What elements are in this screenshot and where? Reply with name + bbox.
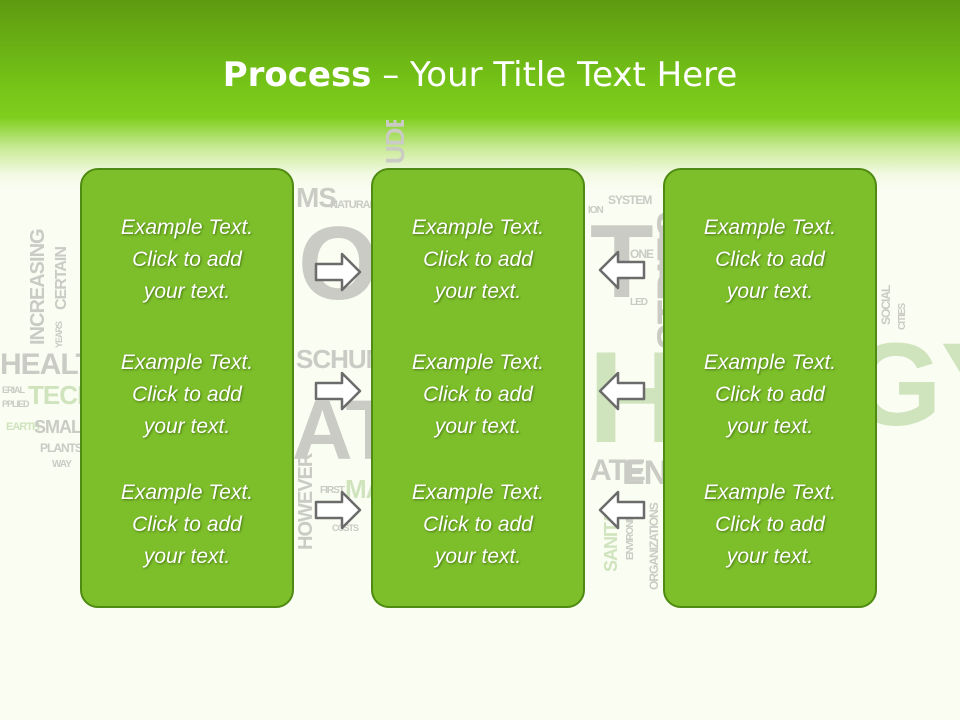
arrow-left-icon xyxy=(598,371,646,411)
bg-word: YEARS xyxy=(54,321,64,348)
bg-word: ATE xyxy=(590,454,646,487)
text-item[interactable]: Example Text. Click to add your text. xyxy=(82,212,292,308)
text-line: your text. xyxy=(726,545,814,568)
process-box-1[interactable]: Example Text. Click to add your text. Ex… xyxy=(80,168,294,608)
arrow-right-icon xyxy=(314,371,362,411)
bg-word: EARTH xyxy=(6,421,40,433)
text-line: Click to add xyxy=(715,383,825,406)
bg-word: ION xyxy=(588,205,604,216)
bg-word: COSTS xyxy=(332,523,359,533)
title-bold: Process xyxy=(222,55,372,95)
arrow-right-icon xyxy=(314,490,362,530)
arrow-left-icon xyxy=(598,250,646,290)
text-line: your text. xyxy=(434,280,522,303)
text-line: Example Text. xyxy=(411,216,545,239)
text-line: Click to add xyxy=(132,513,242,536)
text-line: Click to add xyxy=(132,383,242,406)
bg-word: INCREASING xyxy=(27,229,49,345)
bg-word: NATURAL xyxy=(330,199,376,211)
text-item[interactable]: Example Text. Click to add your text. xyxy=(665,477,875,573)
bg-word: ONE xyxy=(630,247,654,261)
text-line: Example Text. xyxy=(120,351,254,374)
text-line: Example Text. xyxy=(703,351,837,374)
arrow-right-icon xyxy=(314,252,362,292)
text-line: your text. xyxy=(726,280,814,303)
text-item[interactable]: Example Text. Click to add your text. xyxy=(82,477,292,573)
text-item[interactable]: Example Text. Click to add your text. xyxy=(373,212,583,308)
bg-word: PLANTS xyxy=(40,441,83,455)
text-line: Example Text. xyxy=(703,481,837,504)
text-line: your text. xyxy=(434,415,522,438)
text-line: Click to add xyxy=(423,513,533,536)
text-line: your text. xyxy=(143,415,231,438)
text-line: Example Text. xyxy=(120,481,254,504)
text-item[interactable]: Example Text. Click to add your text. xyxy=(82,347,292,443)
bg-word: CERTAIN xyxy=(53,247,70,310)
bg-word: SYSTEM xyxy=(608,193,652,207)
bg-word: EN xyxy=(622,454,668,492)
arrow-left-icon xyxy=(598,490,646,530)
process-box-2[interactable]: Example Text. Click to add your text. Ex… xyxy=(371,168,585,608)
bg-word: FIRST xyxy=(320,485,345,496)
title-rest: – Your Title Text Here xyxy=(371,55,738,95)
bg-word: PPLIED xyxy=(2,399,29,409)
text-item[interactable]: Example Text. Click to add your text. xyxy=(665,212,875,308)
process-box-3[interactable]: Example Text. Click to add your text. Ex… xyxy=(663,168,877,608)
text-line: Click to add xyxy=(423,248,533,271)
text-line: your text. xyxy=(143,280,231,303)
bg-word: HOWEVER xyxy=(295,453,317,550)
text-line: your text. xyxy=(143,545,231,568)
bg-word: MS xyxy=(296,182,337,213)
text-line: Example Text. xyxy=(411,481,545,504)
text-line: Click to add xyxy=(715,248,825,271)
text-line: Example Text. xyxy=(703,216,837,239)
text-item[interactable]: Example Text. Click to add your text. xyxy=(665,347,875,443)
text-line: your text. xyxy=(726,415,814,438)
bg-word: SMALL xyxy=(34,417,92,437)
text-line: Example Text. xyxy=(120,216,254,239)
bg-word: WAY xyxy=(52,459,72,470)
slide-title: Process – Your Title Text Here xyxy=(0,54,960,96)
text-line: Click to add xyxy=(132,248,242,271)
bg-word: UDE xyxy=(380,120,410,164)
text-line: Click to add xyxy=(715,513,825,536)
bg-word: LED xyxy=(630,297,648,308)
text-line: Example Text. xyxy=(411,351,545,374)
text-line: your text. xyxy=(434,545,522,568)
text-item[interactable]: Example Text. Click to add your text. xyxy=(373,347,583,443)
bg-word: ERIAL xyxy=(2,385,25,395)
title-banner xyxy=(0,0,960,190)
text-item[interactable]: Example Text. Click to add your text. xyxy=(373,477,583,573)
text-line: Click to add xyxy=(423,383,533,406)
bg-word: ORGANIZATIONS xyxy=(647,503,661,590)
